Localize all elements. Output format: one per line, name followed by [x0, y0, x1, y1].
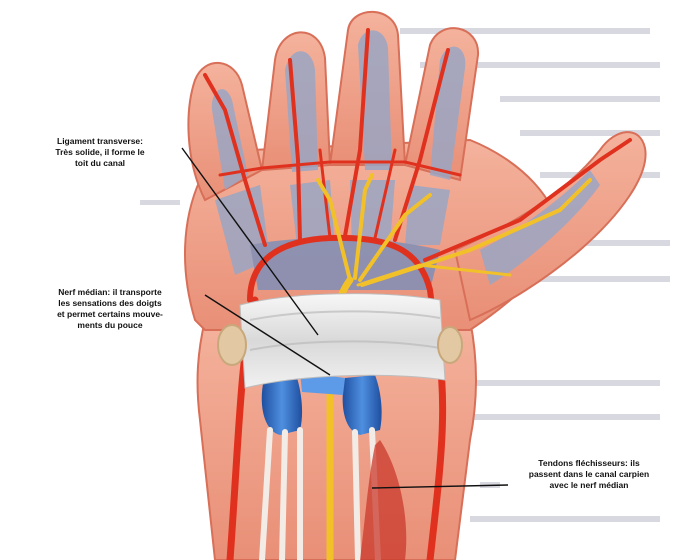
nerf-median-label: Nerf médian: il transporte les sensation…: [10, 287, 210, 331]
transverse-ligament: [240, 294, 445, 388]
ligament-label: Ligament transverse: Très solide, il for…: [10, 136, 190, 169]
tendons-label: Tendons fléchisseurs: ils passent dans l…: [505, 458, 673, 491]
